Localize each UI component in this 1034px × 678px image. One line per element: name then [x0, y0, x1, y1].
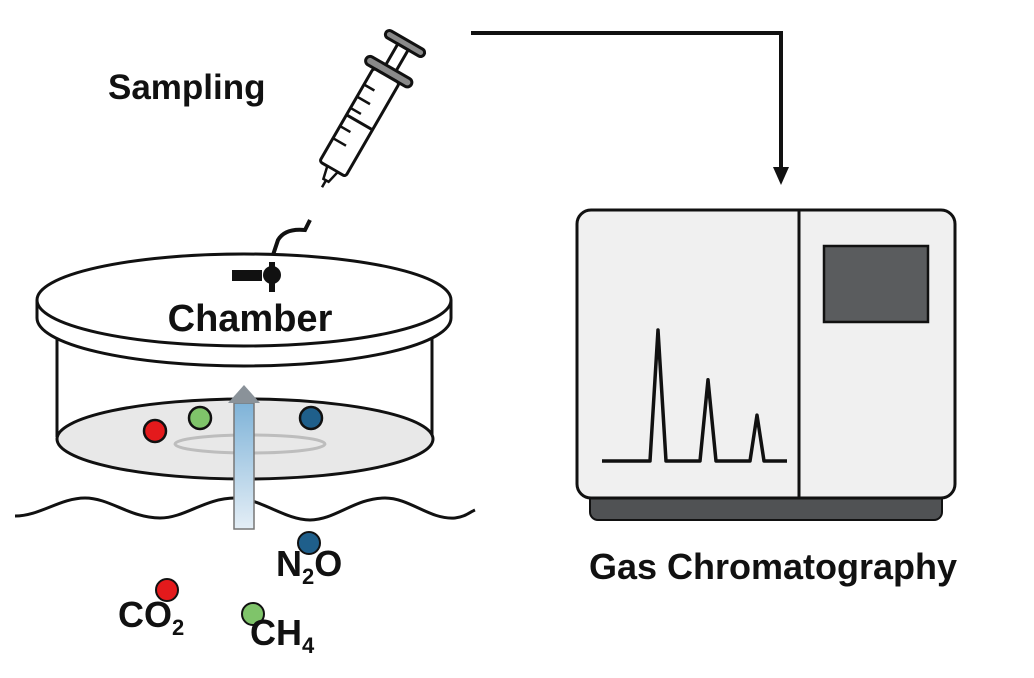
- co2-molecule: [155, 578, 179, 602]
- sampling-tube: [270, 219, 312, 268]
- gc-screen: [822, 244, 930, 324]
- ch4-label: CH4: [250, 612, 315, 658]
- ground-line: [14, 496, 476, 522]
- flow-arrow: [471, 31, 789, 185]
- n2o-molecule-chamber: [298, 405, 324, 431]
- co2-molecule-chamber: [142, 418, 168, 444]
- n2o-label: N2O: [276, 543, 342, 589]
- chromatogram-trace: [602, 328, 787, 463]
- syringe-icon: [319, 29, 427, 188]
- co2-label: CO2: [118, 594, 184, 640]
- ch4-molecule: [241, 602, 265, 626]
- chamber-lid: [35, 252, 453, 348]
- n2o-molecule: [297, 531, 321, 555]
- chamber-label: Chamber: [168, 298, 333, 340]
- sampling-label: Sampling: [108, 68, 266, 107]
- gc-label: Gas Chromatography: [589, 546, 957, 587]
- gas-chromatograph: [575, 208, 957, 521]
- flux-arrow: [228, 385, 260, 530]
- chamber: [35, 252, 453, 481]
- ch4-molecule-chamber: [187, 405, 213, 431]
- valve-icon: [232, 262, 281, 292]
